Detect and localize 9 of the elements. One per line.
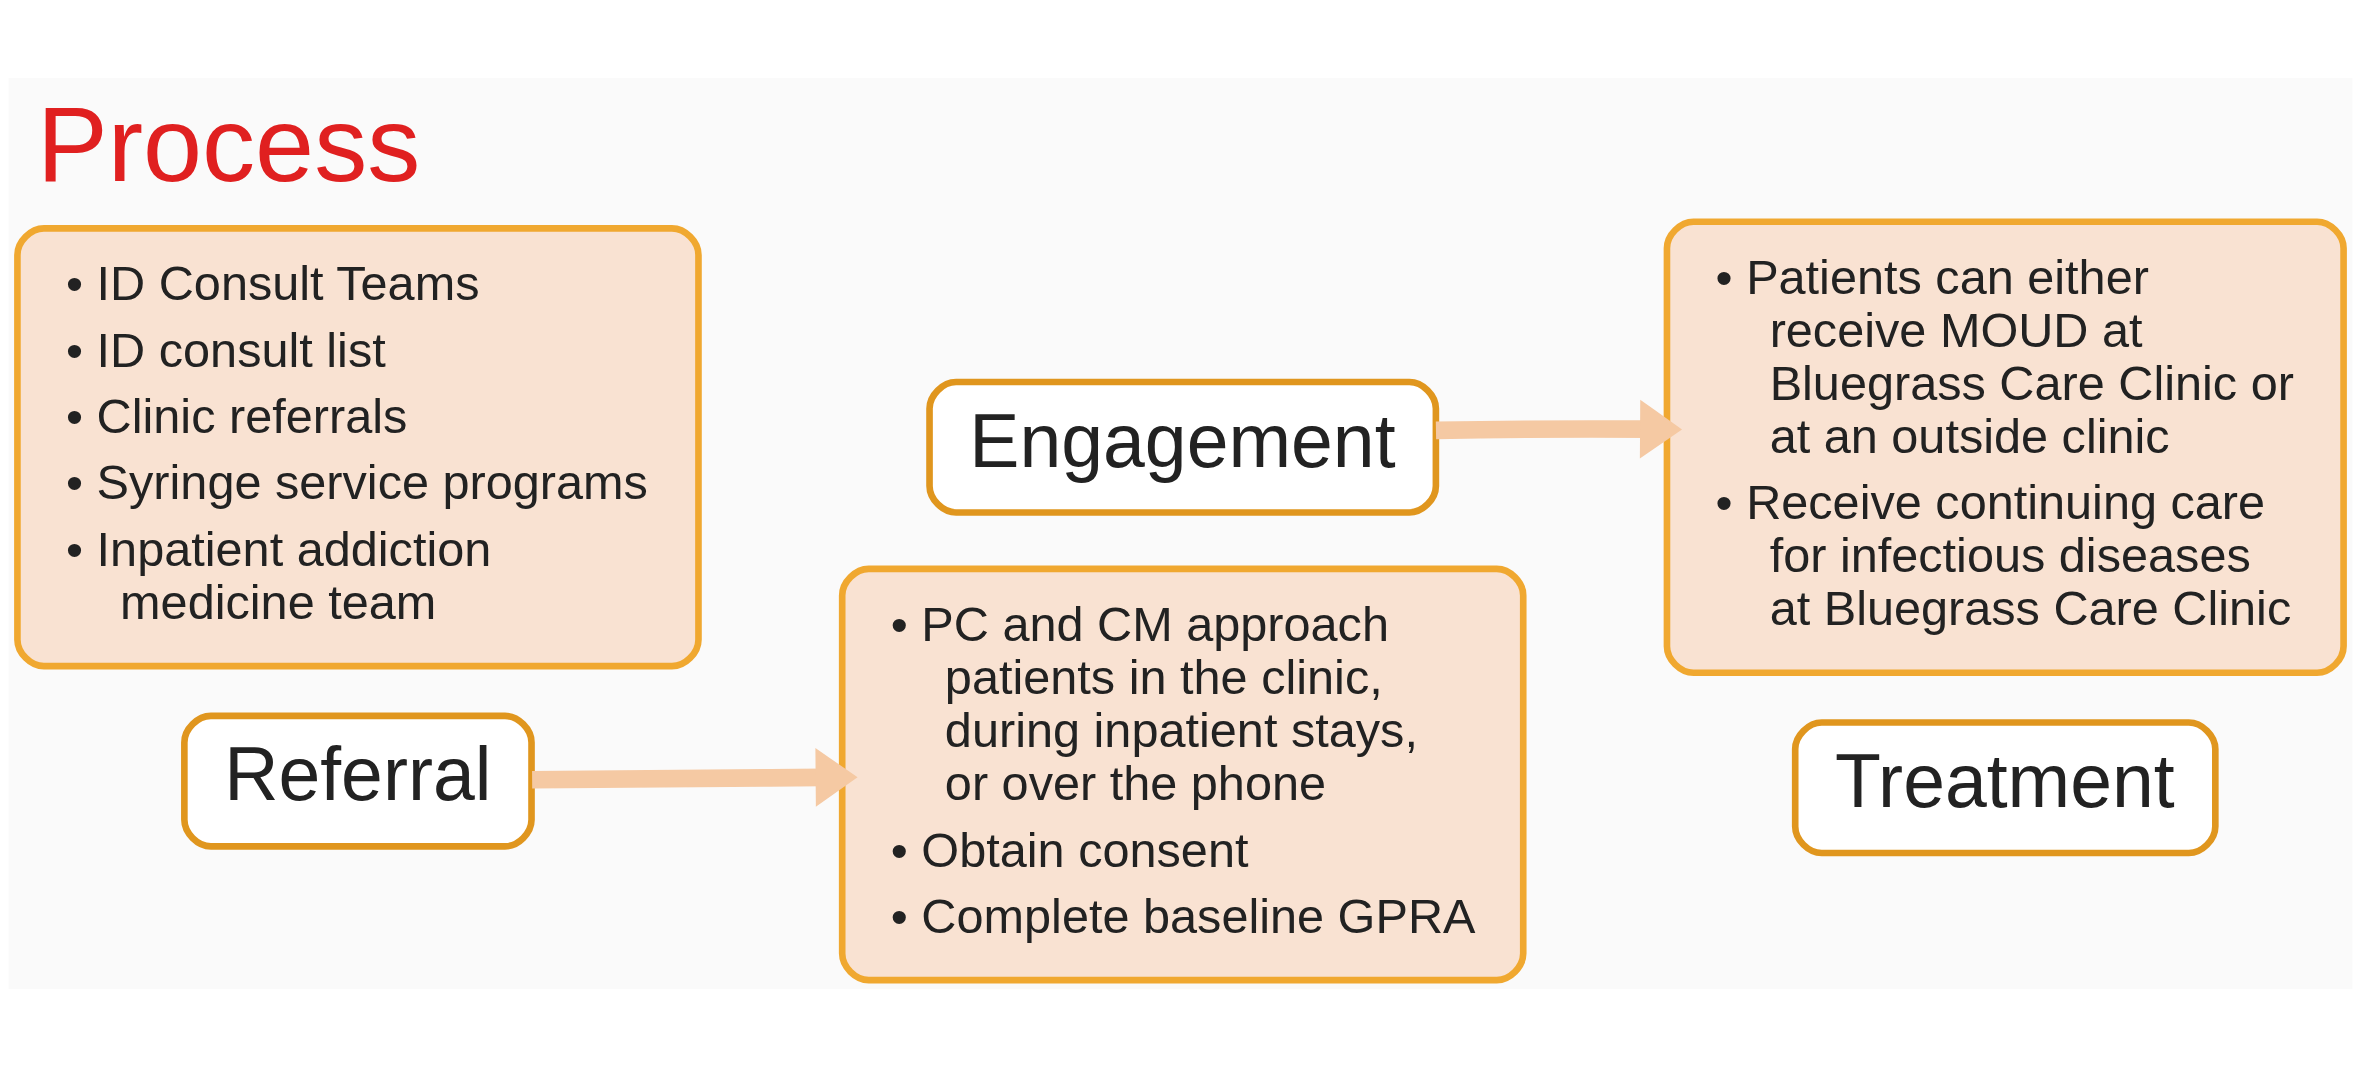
arrow (1435, 399, 1683, 459)
arrow (532, 748, 858, 807)
node-box: • ID Consult Teams • ID consult list • Clinic referrals • Syringe service programs • Inpatient addiction medicine team (14, 225, 702, 670)
diagram-title: Process (36, 84, 421, 203)
node-box: • Patients can either receive MOUD at Bluegrass Care Clinic or at an outside clinic • Receive continuing care for infectious diseases at Bluegrass Care Clinic (1663, 218, 2347, 677)
node-box: Referral (181, 712, 535, 850)
node-box: Treatment (1791, 719, 2219, 857)
node-box: • PC and CM approach patients in the clinic, during inpatient stays, or over the phone • Obtain consent • Complete baseline GPRA (838, 565, 1527, 984)
node-box: Engagement (926, 378, 1440, 516)
